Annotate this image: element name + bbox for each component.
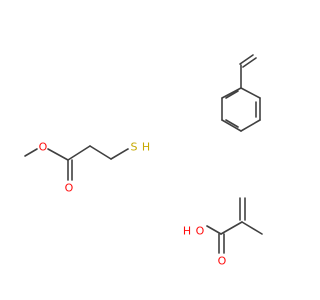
vinyl-double-bond-2 [239,54,254,65]
vinyl-double-bond-1 [242,57,257,68]
hydroxyl-hydrogen-label: H [183,225,191,238]
acid-carbonyl-oxygen-label: O [218,255,227,268]
carbonyl-oxygen-label: O [65,182,74,195]
benzene-ring [221,87,261,132]
methyl-o-bond [24,148,38,157]
c-c-bond-2 [89,145,112,160]
c-s-bond [110,148,129,160]
molecule-methacrylic-acid: H O O [183,197,263,268]
ring-inner-double-3 [225,90,239,99]
c-methyl-bond [241,221,263,235]
oh-bond [206,225,222,235]
ring-inner-double-2 [225,119,239,128]
structure-canvas: O O S H H O O [24,54,263,268]
o-carbonyl-carbon-bond [47,148,69,161]
c-c-bond-1 [67,145,91,161]
c-carboxyl-bond [220,221,243,235]
molecule-methyl-3-mercaptopropanoate: O O S H [24,141,150,195]
sulfur-hydrogen-label: H [142,141,150,154]
molecule-styrene [221,54,261,132]
sulfur-label: S [131,141,138,154]
hydroxyl-oxygen-label: O [196,225,205,238]
ester-oxygen-label: O [39,141,48,154]
